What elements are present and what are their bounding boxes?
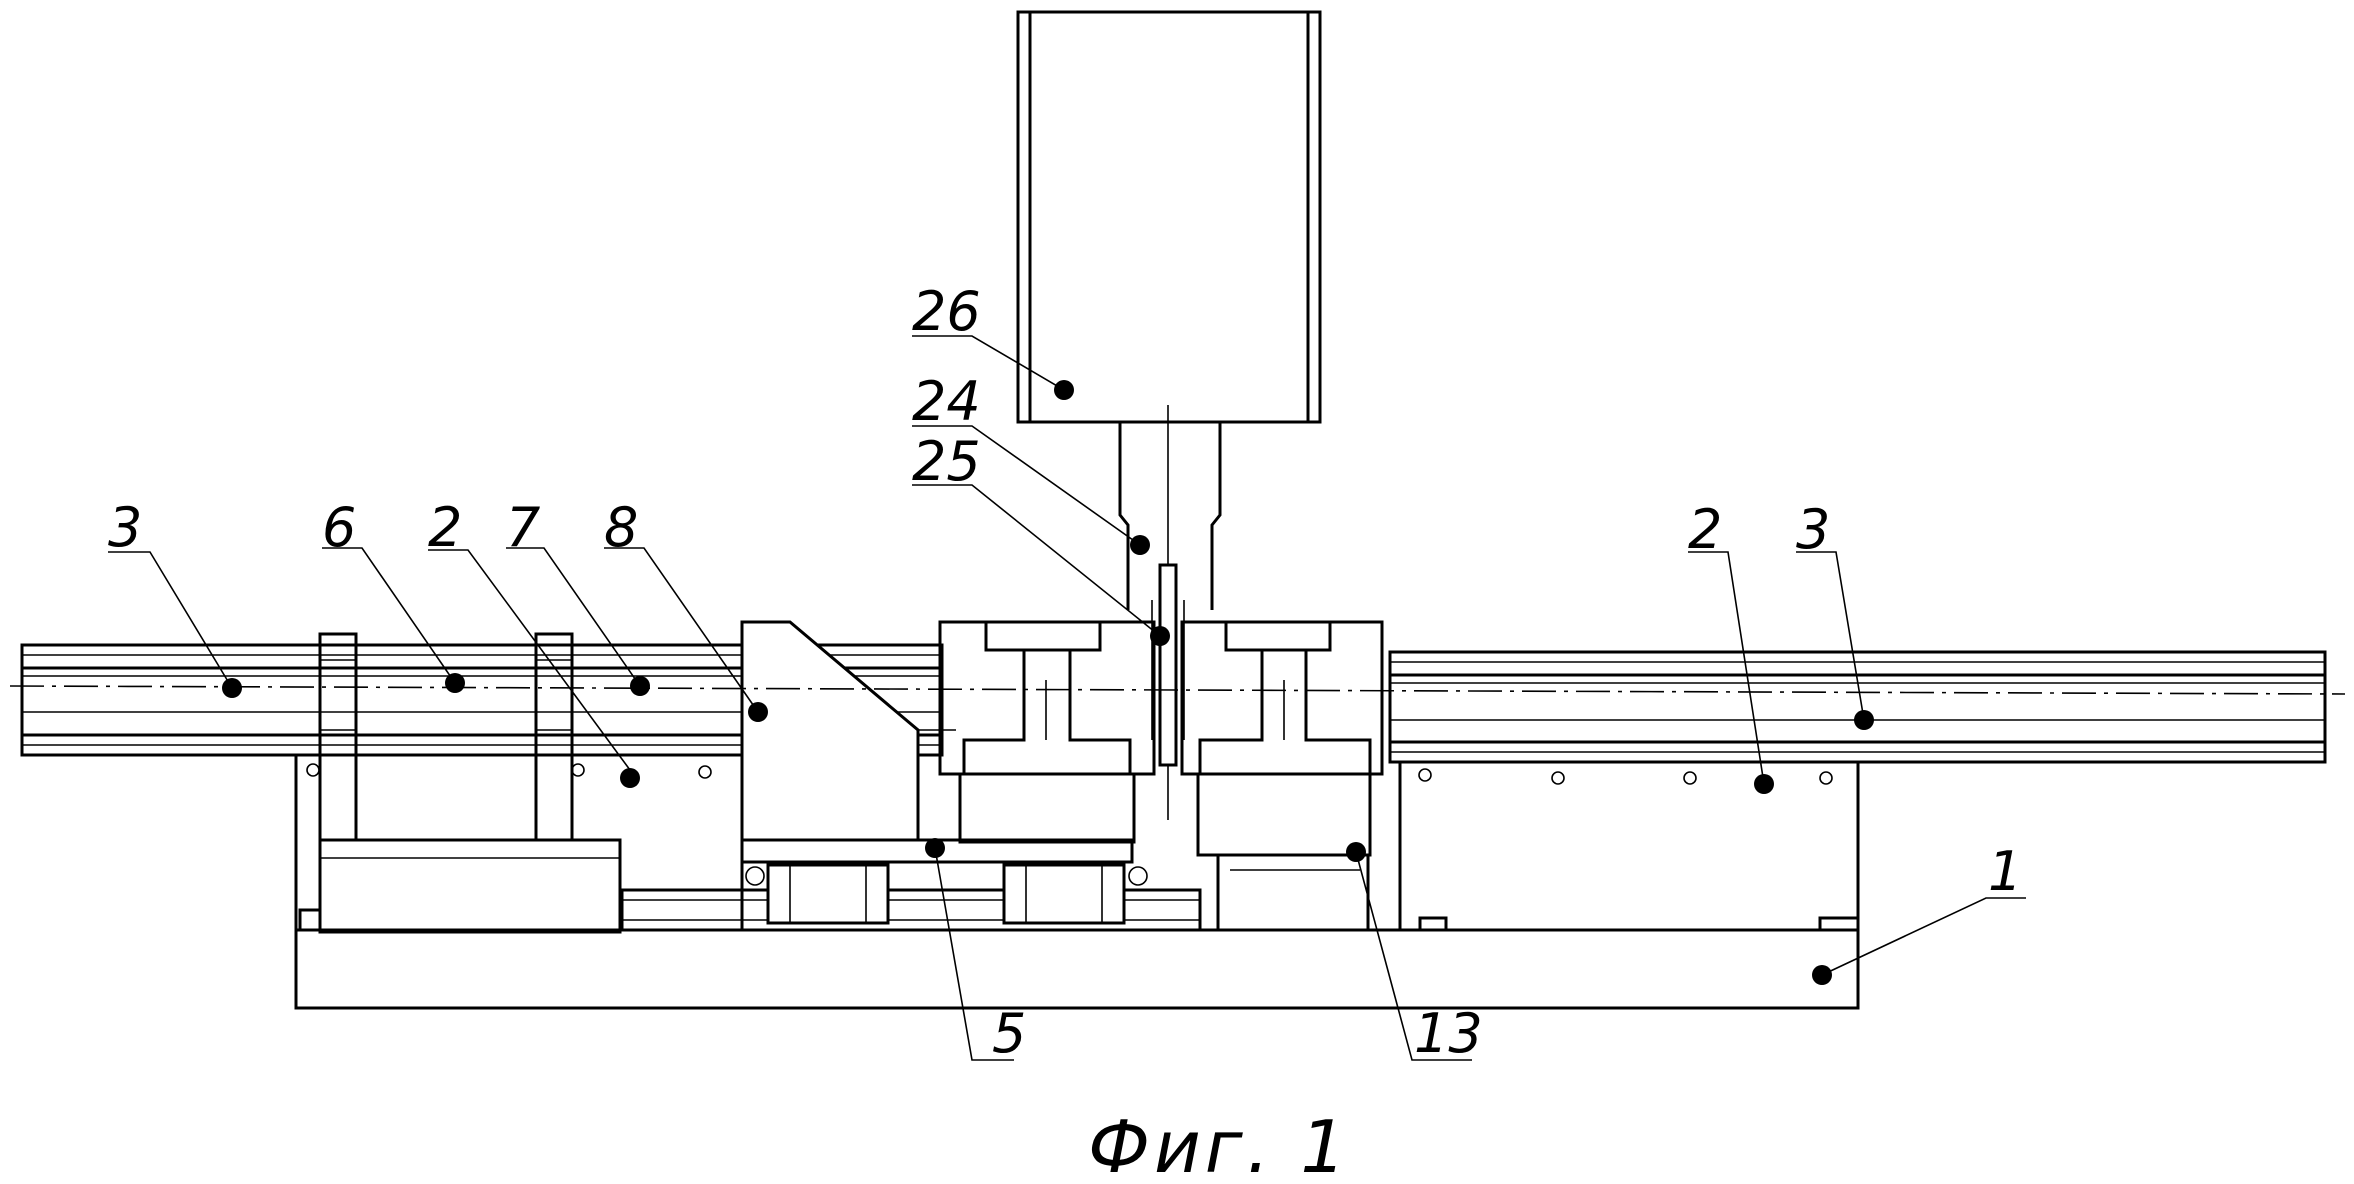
clamp-left: [940, 622, 1154, 842]
callout-7: 7: [506, 496, 540, 559]
callout-2-left: 2: [428, 496, 462, 559]
callout-8: 8: [604, 496, 638, 559]
callout-6: 6: [322, 496, 356, 559]
callout-5: 5: [992, 1002, 1026, 1065]
guide-rail-3-right: [1390, 652, 2325, 762]
callout-1: 1: [1988, 840, 2022, 903]
slide-5: [622, 865, 1200, 930]
tool-disc-25: [1152, 565, 1184, 765]
callout-24: 24: [912, 370, 981, 433]
wedge-block-8: [742, 622, 1132, 862]
frame-2-left: [296, 755, 742, 932]
clamp-right-13: [1182, 622, 1382, 855]
carriage-7: [536, 634, 572, 840]
figure-caption: Фиг. 1: [1088, 1105, 1350, 1184]
callout-3-right: 3: [1796, 498, 1830, 561]
base-1: [296, 930, 1858, 1008]
housing-26: [1018, 12, 1320, 422]
callout-2-right: 2: [1688, 498, 1722, 561]
carriage-6: [320, 634, 356, 840]
callout-3-left: 3: [108, 496, 142, 559]
callout-13: 13: [1414, 1002, 1483, 1065]
callout-25: 25: [912, 430, 981, 493]
leader-lines: [108, 336, 2026, 1060]
callout-26: 26: [912, 280, 981, 343]
